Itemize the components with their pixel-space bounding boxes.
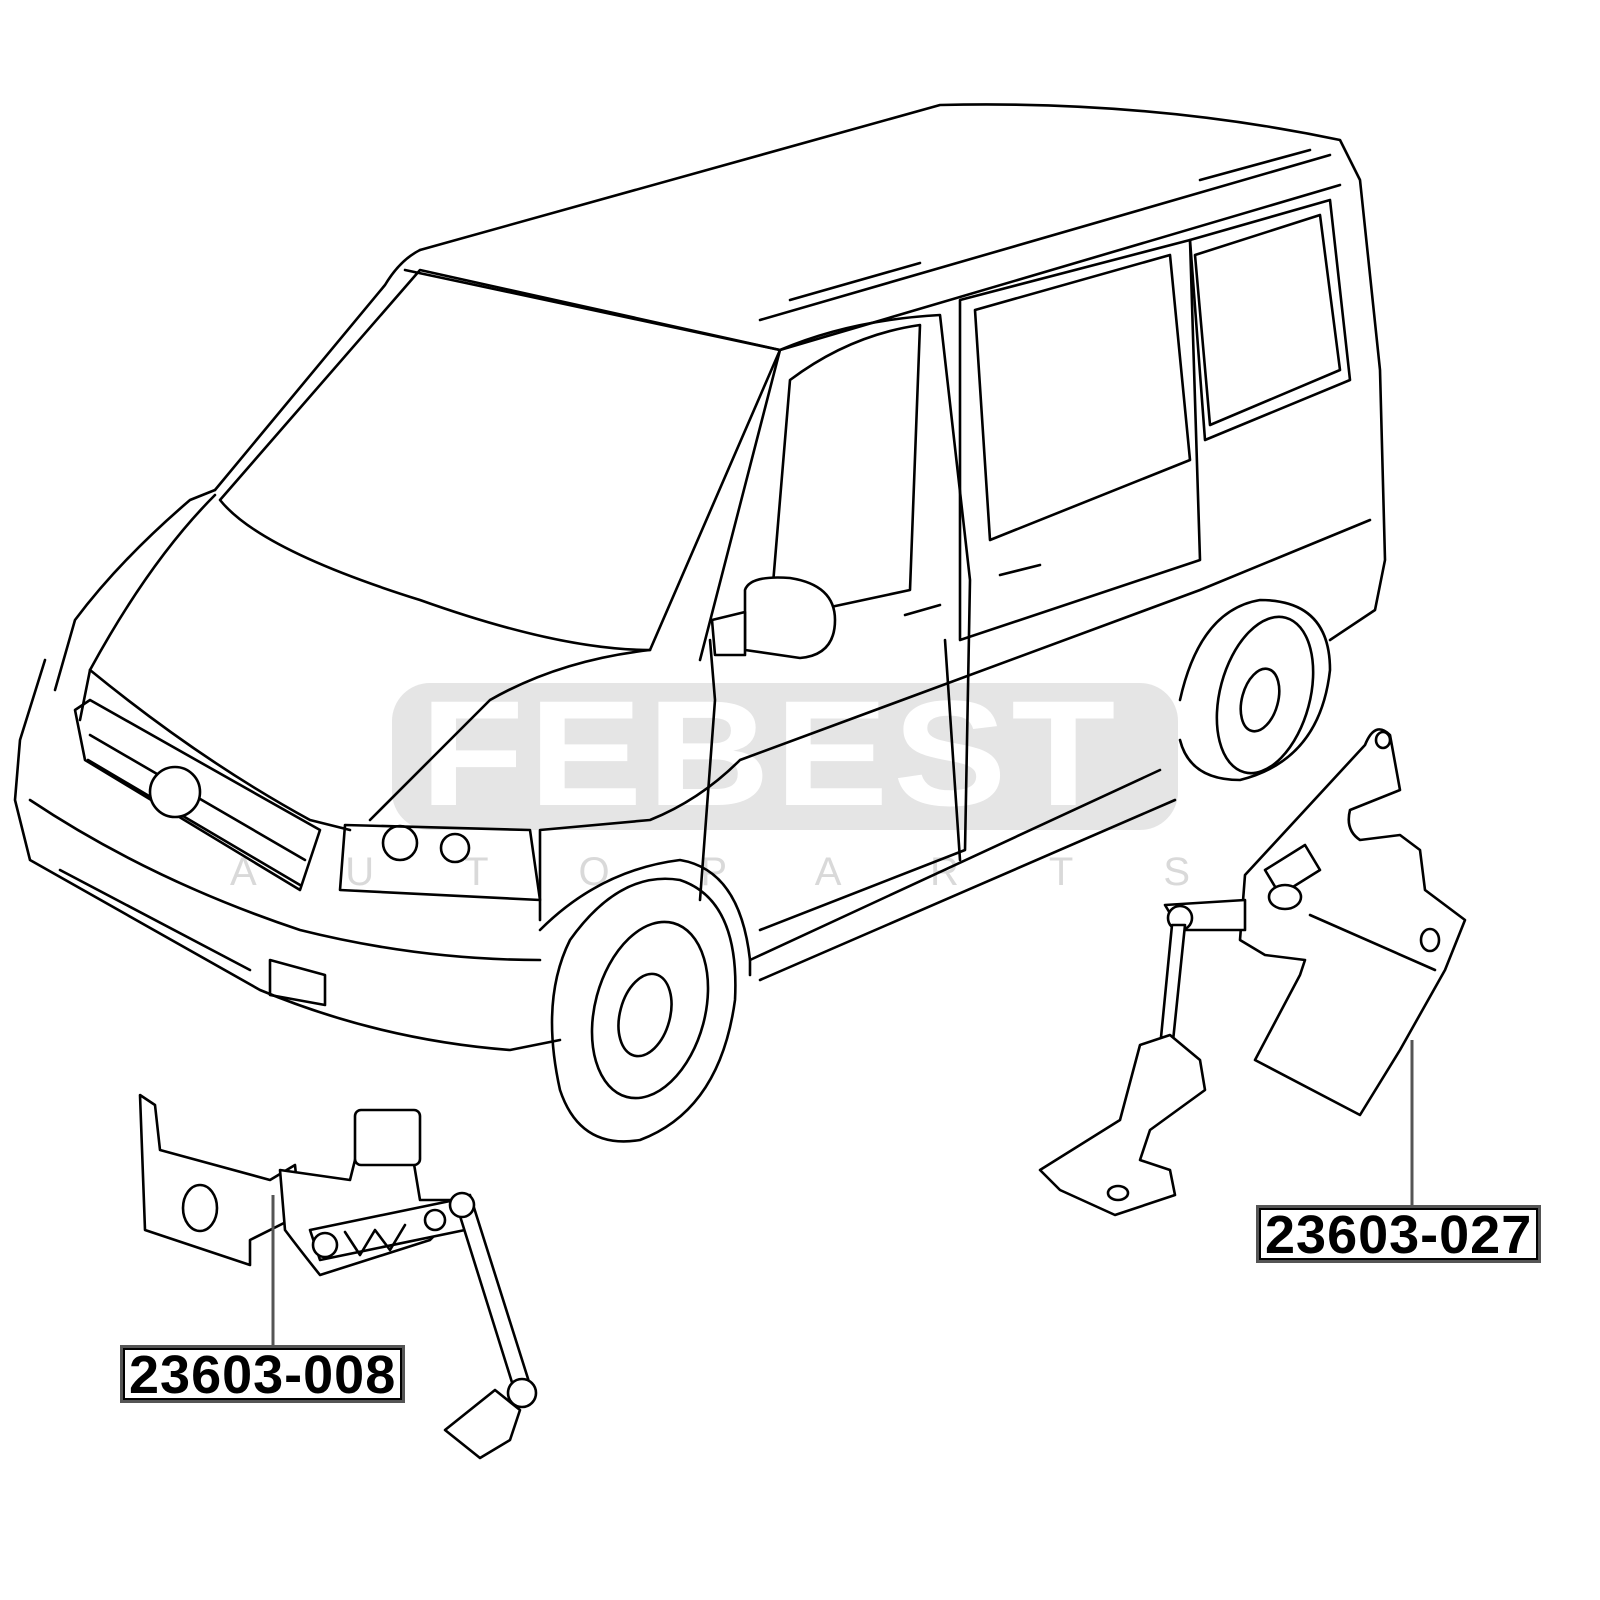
part-23603-008-drawing	[138, 1093, 538, 1460]
part-23603-027-drawing	[1038, 728, 1467, 1217]
part-number-label: 23603-027	[1256, 1205, 1542, 1263]
part-number-label: 23603-008	[120, 1345, 406, 1403]
van-illustration	[13, 103, 1387, 1143]
svg-text:FEBEST: FEBEST	[420, 669, 1120, 837]
